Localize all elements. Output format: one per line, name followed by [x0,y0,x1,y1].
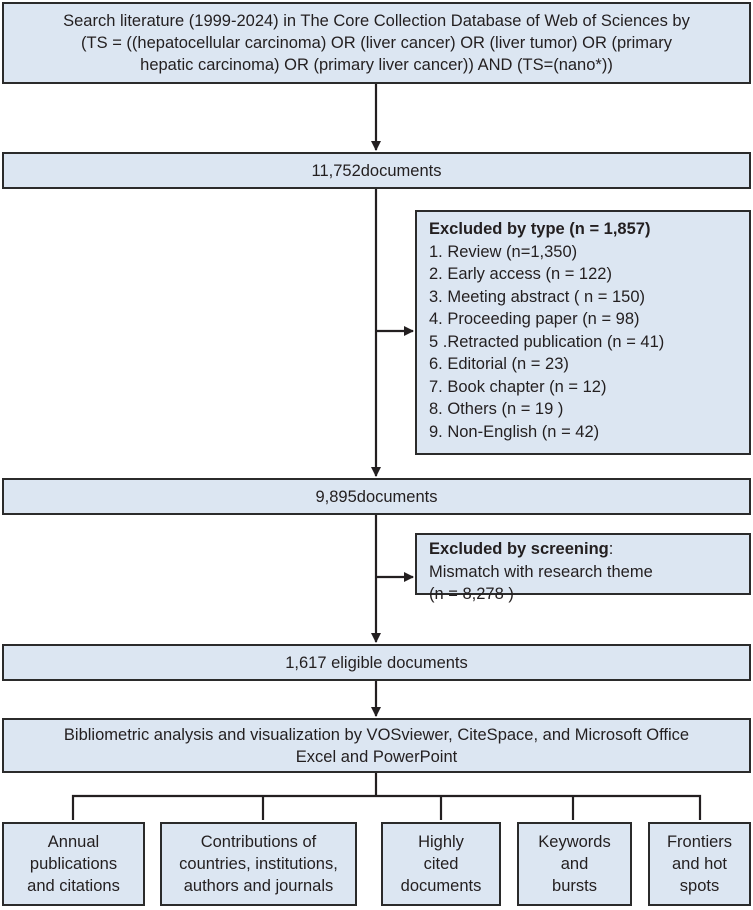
exclusion-item: 9. Non-English (n = 42) [429,422,600,441]
exclusion-item: 4. Proceeding paper (n = 98) [429,310,640,328]
output-line: documents [400,877,482,895]
step2-box: 9,895documents [2,478,751,515]
exclusion-item: 2. Early access (n = 122) [429,265,612,283]
excluded-screening-title: Excluded by screening [429,540,609,558]
exclusion-item: 8. Others (n = 19 ) [429,400,564,418]
output-line: Frontiers [666,833,733,851]
step1-text: 11,752documents [311,161,442,180]
colon: : [608,540,614,558]
output-line: authors and journals [183,877,334,895]
output-box-frontiers: Frontiers and hot spots [648,822,751,906]
excluded-screening-count: (n = 8,278 ) [429,585,514,603]
output-line: Keywords [538,833,611,851]
exclusion-item: 1. Review (n=1,350) [429,242,578,261]
output-line: and [560,855,589,873]
analysis-box: Bibliometric analysis and visualization … [2,718,751,773]
step1-box: 11,752documents [2,152,751,189]
output-line: countries, institutions, [179,855,338,873]
output-line: and citations [27,877,120,895]
output-line: Contributions of [200,833,317,851]
output-line: cited [423,855,459,873]
exclusion-item: 6. Editorial (n = 23) [429,355,569,373]
output-box-keywords: Keywords and bursts [517,822,632,906]
step2-text: 9,895documents [315,487,438,506]
output-line: spots [679,877,720,895]
exclusion-item: 5 .Retracted publication (n = 41) [429,332,665,351]
excluded-screening-box: Excluded by screening: Mismatch with res… [415,533,751,603]
excluded-type-box: Excluded by type (n = 1,857) 1. Review (… [415,210,751,455]
exclusion-item: 7. Book chapter (n = 12) [429,377,607,396]
step3-text: 1,617 eligible documents [285,653,468,672]
output-line: Highly [418,833,464,851]
output-line: bursts [552,877,597,895]
analysis-line: Bibliometric analysis and visualization … [63,725,690,744]
search-line: (TS = ((hepatocellular carcinoma) OR (li… [81,34,672,52]
search-box: Search literature (1999-2024) in The Cor… [2,2,751,84]
step3-box: 1,617 eligible documents [2,644,751,681]
excluded-screening-reason: Mismatch with research theme [429,562,653,581]
output-box-contributions: Contributions of countries, institutions… [160,822,357,906]
output-box-highly-cited: Highly cited documents [381,822,501,906]
output-line: Annual [47,833,100,851]
output-box-annual: Annual publications and citations [2,822,145,906]
search-line: hepatic carcinoma) OR (primary liver can… [140,56,613,74]
output-line: and hot [671,855,728,873]
output-line: publications [29,855,118,873]
excluded-type-title: Excluded by type (n = 1,857) [429,220,651,238]
search-line: Search literature (1999-2024) in The Cor… [63,12,690,30]
analysis-line: Excel and PowerPoint [295,747,458,766]
exclusion-item: 3. Meeting abstract ( n = 150) [429,287,645,306]
